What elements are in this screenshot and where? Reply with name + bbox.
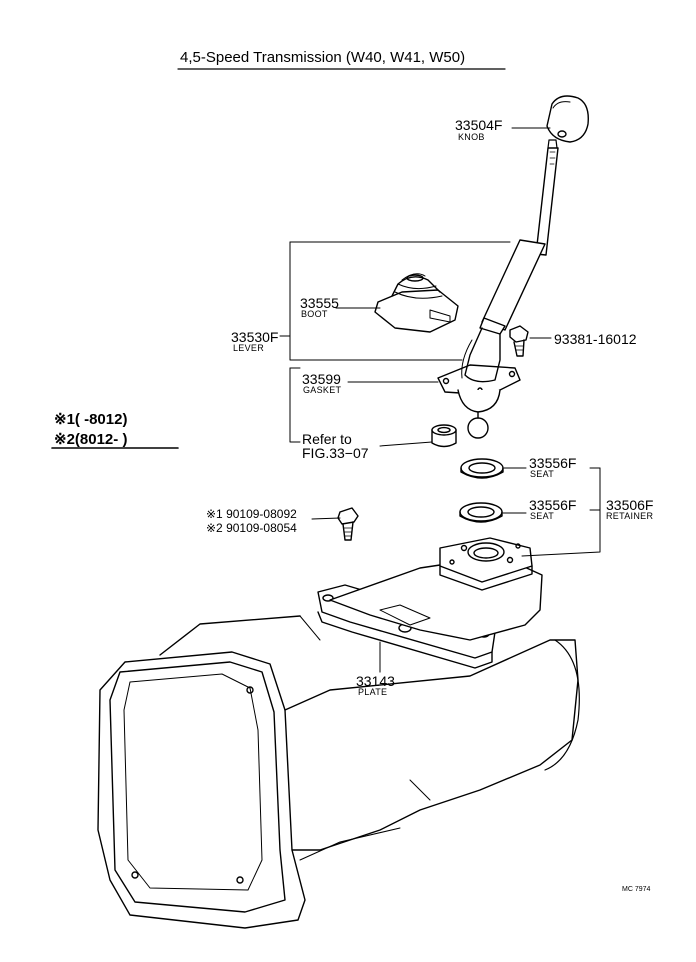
- seat-lower-part: [459, 502, 503, 523]
- seat-lower-name: SEAT: [530, 511, 555, 521]
- refer-line-2: FIG.33−07: [302, 445, 369, 461]
- seat-lower-number: 33556F: [529, 497, 577, 513]
- plate-name: PLATE: [358, 687, 388, 697]
- gasket-name: GASKET: [303, 385, 342, 395]
- lever-lower-part: [457, 389, 501, 439]
- knob-number: 33504F: [455, 117, 503, 133]
- page-title: 4,5-Speed Transmission (W40, W41, W50): [180, 49, 466, 66]
- figure-code: MC 7974: [622, 886, 651, 893]
- boot-part: [374, 273, 459, 333]
- bolt-number: 93381-16012: [554, 331, 637, 347]
- transmission-case: [97, 615, 580, 929]
- seat-upper-number: 33556F: [529, 455, 577, 471]
- knob-part: [546, 95, 589, 143]
- boot-name: BOOT: [301, 309, 328, 319]
- screw-part: [337, 507, 359, 541]
- lever-shaft: [461, 139, 559, 383]
- legend-line-2: ※2(8012- ): [54, 431, 128, 448]
- gasket-number: 33599: [302, 371, 341, 387]
- leader-lines: [279, 127, 601, 673]
- retainer-name: RETAINER: [606, 511, 654, 521]
- seat-upper-part: [460, 458, 504, 479]
- refer-line-1: Refer to: [302, 431, 352, 447]
- screw-number-1: ※1 90109-08092: [206, 507, 297, 521]
- boot-number: 33555: [300, 295, 339, 311]
- plate-number: 33143: [356, 673, 395, 689]
- seat-upper-name: SEAT: [530, 469, 555, 479]
- retainer-number: 33506F: [606, 497, 654, 513]
- screw-number-2: ※2 90109-08054: [206, 521, 297, 535]
- lever-number: 33530F: [231, 329, 279, 345]
- gasket-part: [437, 364, 521, 396]
- legend-line-1: ※1( -8012): [54, 411, 128, 428]
- bolt-part: [509, 325, 529, 357]
- knob-name: KNOB: [458, 132, 485, 142]
- lever-name: LEVER: [233, 343, 265, 353]
- bushing-part: [431, 424, 457, 448]
- retainer-housing: [329, 537, 543, 641]
